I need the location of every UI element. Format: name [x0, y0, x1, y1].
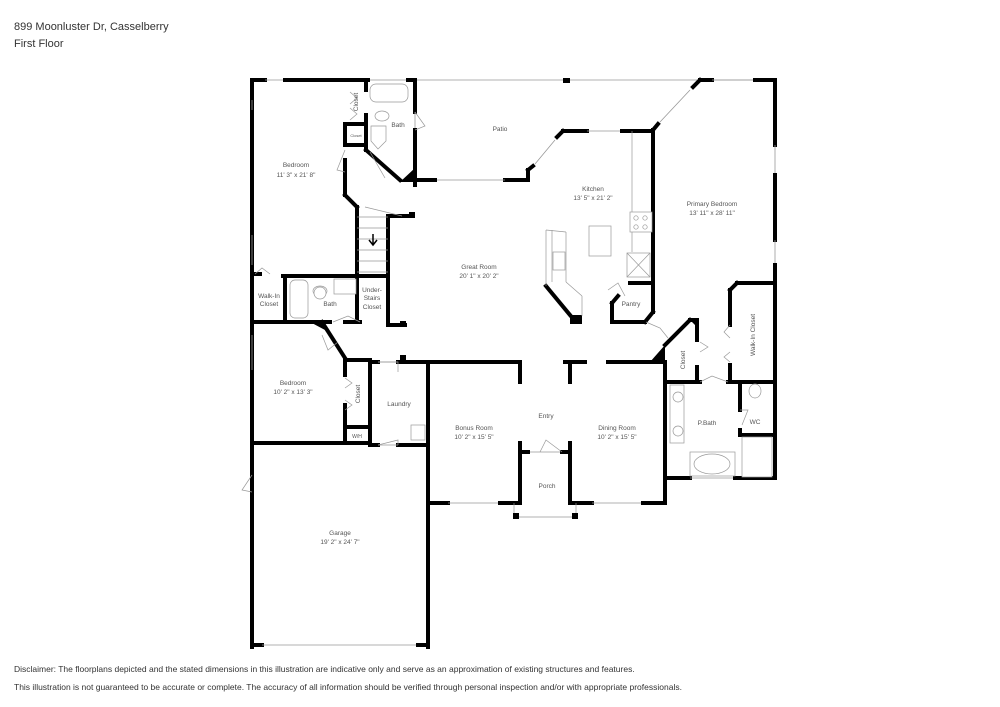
room-primary-bedroom: Primary Bedroom	[687, 201, 738, 208]
room-pbath: P.Bath	[698, 420, 717, 427]
room-laundry: Laundry	[387, 401, 411, 408]
property-address: 899 Moonluster Dr, Casselberry	[14, 21, 169, 33]
room-garage: Garage	[329, 530, 351, 537]
room-bath-top: Bath	[391, 122, 405, 129]
room-primary-bedroom-dims: 13' 11" x 28' 11"	[689, 210, 735, 217]
room-great-room: Great Room	[461, 264, 496, 271]
room-dining-dims: 10' 2" x 15' 5"	[597, 434, 637, 441]
room-wh: W/H	[352, 434, 362, 440]
room-bedroom-1-dims: 11' 3" x 21' 8"	[277, 172, 316, 179]
bathtub	[289, 279, 309, 319]
toilet	[313, 286, 327, 300]
toilet	[748, 383, 762, 399]
disclaimer-line-1: Disclaimer: The floorplans depicted and …	[14, 664, 635, 674]
room-walkin-closet: Walk-In	[258, 293, 280, 300]
room-bedroom-1: Bedroom	[283, 162, 309, 169]
stairs-down-arrow-icon	[368, 234, 378, 247]
walls	[241, 77, 777, 649]
stove	[629, 211, 653, 233]
room-walkin-primary: Walk-In Closet	[750, 314, 757, 356]
room-closet-top: Closet	[353, 93, 360, 112]
bathtub	[369, 83, 409, 103]
room-entry: Entry	[538, 413, 554, 420]
room-wc: WC	[750, 419, 761, 426]
toilet	[374, 110, 390, 122]
kitchen-island	[588, 225, 612, 257]
disclaimer-line-2: This illustration is not guaranteed to b…	[14, 682, 682, 692]
bathtub	[693, 453, 731, 475]
sink	[370, 125, 387, 150]
room-pantry: Pantry	[622, 301, 642, 308]
room-bonus: Bonus Room	[455, 425, 493, 432]
room-under-stairs-2: Stairs	[364, 295, 381, 302]
sink	[333, 278, 357, 295]
room-bonus-dims: 10' 2" x 15' 5"	[454, 434, 494, 441]
room-kitchen: Kitchen	[582, 186, 604, 193]
room-closet-small: Closet	[350, 133, 362, 138]
room-kitchen-dims: 13' 5" x 21' 2"	[573, 195, 613, 202]
room-bedroom-2-dims: 10' 2" x 13' 3"	[273, 389, 313, 396]
room-walkin-closet-2: Closet	[260, 301, 279, 308]
stairs	[357, 206, 403, 273]
room-closet-bed2: Closet	[355, 385, 362, 404]
room-garage-dims: 19' 2" x 24' 7"	[320, 539, 360, 546]
room-porch: Porch	[539, 483, 556, 490]
room-dining: Dining Room	[598, 425, 636, 432]
room-under-stairs: Under-	[362, 287, 382, 294]
room-patio: Patio	[493, 126, 508, 133]
room-closet-primary: Closet	[680, 351, 687, 370]
shower	[741, 436, 773, 478]
room-bath-mid: Bath	[323, 301, 337, 308]
room-great-room-dims: 20' 1" x 20' 2"	[459, 273, 499, 280]
room-bedroom-2: Bedroom	[280, 380, 306, 387]
floor-label: First Floor	[14, 38, 64, 50]
room-under-stairs-3: Closet	[363, 304, 382, 311]
